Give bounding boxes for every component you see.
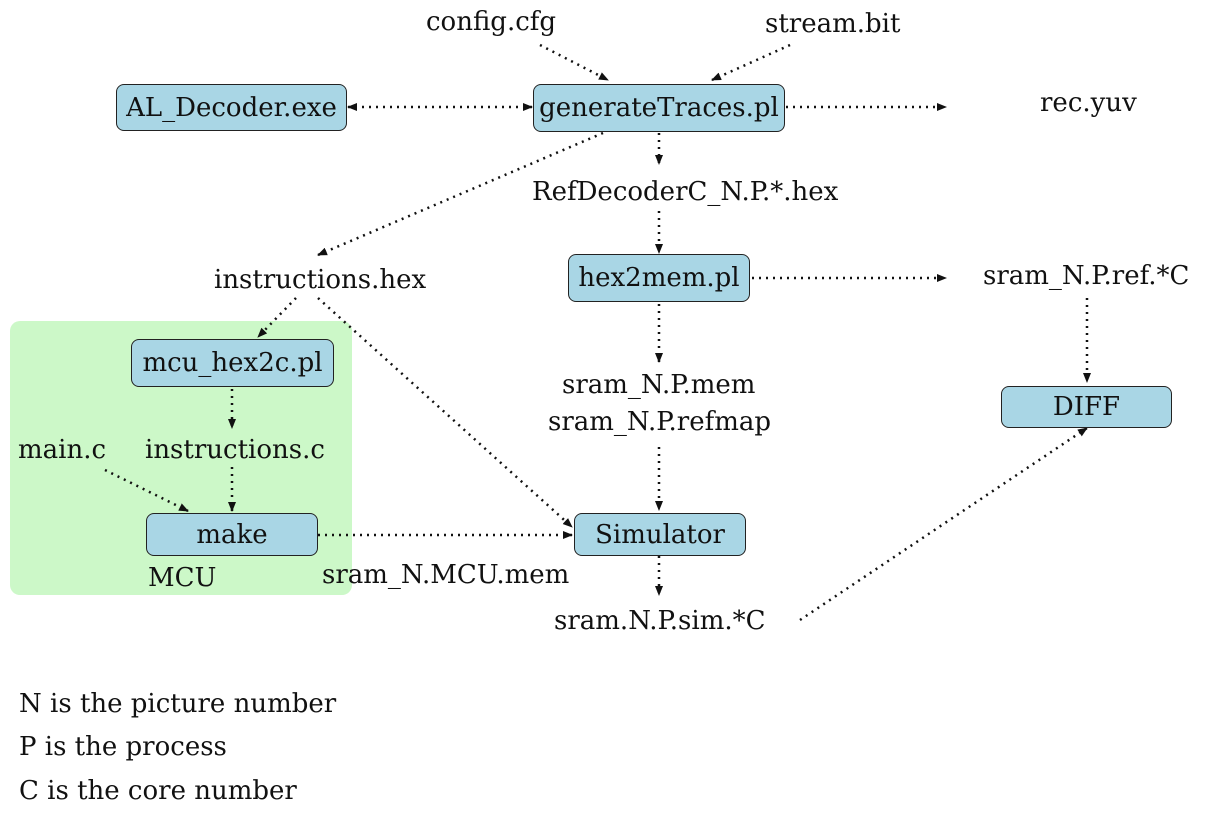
- stream-bit-label: stream.bit: [765, 9, 901, 39]
- legend-c: C is the core number: [19, 776, 297, 806]
- simulator-node[interactable]: Simulator: [574, 513, 746, 556]
- ref-decoder-hex-label: RefDecoderC_N.P.*.hex: [532, 177, 839, 207]
- mcu-region-label: MCU: [148, 563, 217, 593]
- legend-p: P is the process: [19, 732, 227, 762]
- sram-ref-label: sram_N.P.ref.*C: [983, 261, 1190, 291]
- sram-mcu-mem-label: sram_N.MCU.mem: [322, 560, 570, 590]
- edge-generate-to-instructions-hex: [317, 131, 604, 257]
- edge-instructions-hex-to-mcu-hex2c: [257, 297, 297, 338]
- main-c-label: main.c: [18, 435, 107, 465]
- instructions-c-label: instructions.c: [145, 435, 325, 465]
- rec-yuv-label: rec.yuv: [1040, 88, 1137, 118]
- generate-traces-node[interactable]: generateTraces.pl: [533, 84, 785, 132]
- edge-stream-to-generate: [711, 43, 791, 82]
- instructions-hex-label: instructions.hex: [214, 265, 427, 295]
- make-node[interactable]: make: [146, 513, 318, 556]
- al-decoder-node[interactable]: AL_Decoder.exe: [116, 84, 347, 131]
- diff-node[interactable]: DIFF: [1001, 386, 1172, 428]
- legend-n: N is the picture number: [19, 689, 337, 719]
- hex2mem-node[interactable]: hex2mem.pl: [568, 254, 750, 302]
- sram-sim-label: sram.N.P.sim.*C: [554, 606, 766, 636]
- edge-sram-sim-to-diff: [799, 426, 1088, 622]
- sram-refmap-label: sram_N.P.refmap: [548, 407, 772, 437]
- sram-mem-label: sram_N.P.mem: [562, 370, 756, 400]
- edge-main-c-to-make: [104, 468, 189, 513]
- edge-instructions-hex-to-simulator: [317, 297, 573, 528]
- edge-config-to-generate: [539, 43, 609, 82]
- mcu-hex2c-node[interactable]: mcu_hex2c.pl: [131, 339, 334, 387]
- config-cfg-label: config.cfg: [426, 7, 557, 37]
